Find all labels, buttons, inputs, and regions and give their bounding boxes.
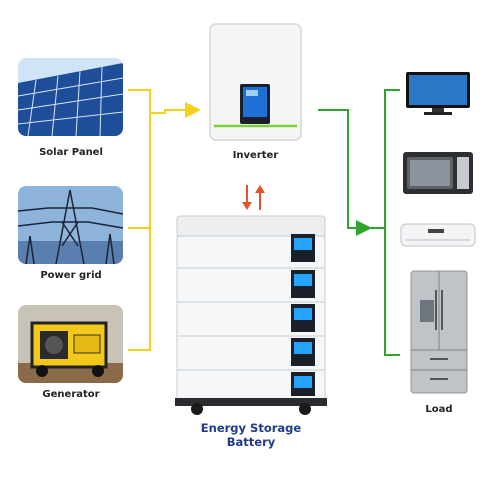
battery-caption: Energy Storage Battery — [200, 421, 302, 449]
load-label: Load — [425, 404, 453, 415]
refrigerator-icon — [410, 270, 468, 394]
tv-icon — [404, 70, 472, 116]
battery-stack-icon — [175, 212, 327, 416]
source-line-solar — [128, 89, 151, 351]
solar-panel-icon — [18, 58, 123, 136]
microwave-icon — [402, 150, 474, 196]
source-label-grid: Power grid — [40, 270, 102, 281]
inverter-to-load-arrow — [318, 109, 372, 236]
inverter-label: Inverter — [232, 150, 279, 161]
inverter-icon — [208, 22, 303, 144]
power-tower-icon — [18, 186, 123, 264]
up-arrow-icon — [255, 185, 265, 210]
load-bus-line — [384, 89, 400, 356]
source-label-solar: Solar Panel — [39, 147, 103, 158]
source-label-generator: Generator — [42, 389, 100, 400]
down-arrow-icon — [242, 185, 252, 210]
air-conditioner-icon — [400, 222, 476, 250]
source-to-inverter-arrow — [149, 90, 201, 118]
generator-icon — [18, 305, 123, 383]
